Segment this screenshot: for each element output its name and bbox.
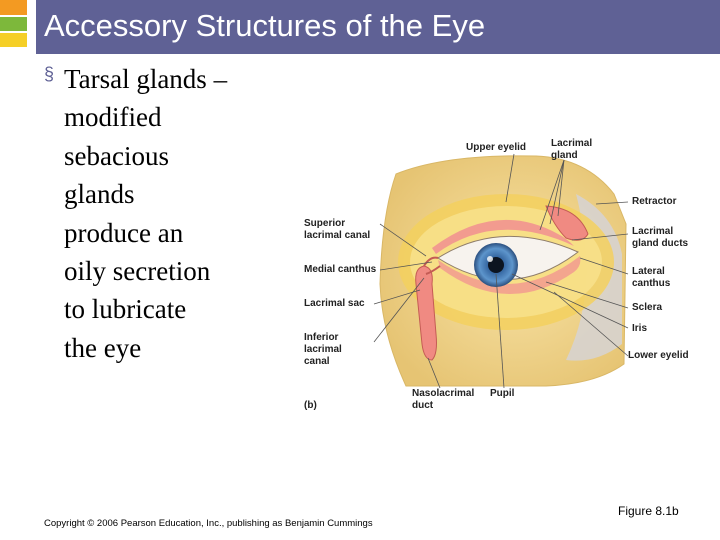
bullet-text: Tarsal glands – modified sebacious gland… <box>64 60 274 367</box>
label-lacrimal-sac: Lacrimal sac <box>304 298 365 309</box>
label-upper-eyelid: Upper eyelid <box>466 142 527 153</box>
label-lower-eyelid: Lower eyelid <box>628 350 689 361</box>
figure-panel-label: (b) <box>304 400 317 411</box>
label-lacrimal-gland: Lacrimal gland <box>551 138 592 162</box>
bullet-line: to lubricate <box>64 294 187 325</box>
accent-square-yellow <box>0 33 27 47</box>
accent-square-green <box>0 17 27 31</box>
bullet-line: the eye <box>64 332 142 363</box>
label-iris: Iris <box>632 323 648 334</box>
label-inferior-lacrimal-canal: Inferior lacrimal canal <box>304 332 342 368</box>
label-nasolacrimal-duct: Nasolacrimal duct <box>412 388 474 412</box>
label-superior-lacrimal-canal: Superior lacrimal canal <box>304 218 370 242</box>
eye-figure: Upper eyelid Lacrimal gland Retractor La… <box>296 134 720 416</box>
bullet-line: modified <box>64 102 162 133</box>
label-lacrimal-gland-ducts: Lacrimal gland ducts <box>632 226 688 250</box>
label-line: lacrimal <box>304 344 342 355</box>
label-line: lacrimal canal <box>304 230 371 241</box>
label-line: Lateral <box>632 266 665 277</box>
copyright-notice: Copyright © 2006 Pearson Education, Inc.… <box>44 518 373 529</box>
label-line: gland ducts <box>632 238 689 249</box>
label-line: Lacrimal <box>632 226 674 237</box>
label-pupil: Pupil <box>490 388 515 399</box>
label-line: Superior <box>304 218 346 229</box>
label-line: duct <box>412 400 434 411</box>
label-medial-canthus: Medial canthus <box>304 264 377 275</box>
bullet-line: Tarsal glands – <box>64 64 228 94</box>
label-line: Inferior <box>304 332 339 343</box>
title-bar: Accessory Structures of the Eye <box>36 0 720 54</box>
bullet-line: glands <box>64 179 135 210</box>
bullet-marker: § <box>44 64 55 84</box>
label-retractor: Retractor <box>632 196 677 207</box>
label-sclera: Sclera <box>632 302 663 313</box>
bullet-line: produce an <box>64 217 184 248</box>
label-line: canthus <box>632 278 671 289</box>
label-line: Nasolacrimal <box>412 388 475 399</box>
label-line: canal <box>304 356 330 367</box>
bullet-line: oily secretion <box>64 256 211 287</box>
bullet-line: sebacious <box>64 140 169 171</box>
figure-caption: Figure 8.1b <box>618 504 679 518</box>
label-line: gland <box>551 150 578 161</box>
label-line: Lacrimal <box>551 138 593 149</box>
slide-title: Accessory Structures of the Eye <box>44 8 486 43</box>
accent-square-orange <box>0 0 27 15</box>
eye-illustration <box>373 153 629 389</box>
label-lateral-canthus: Lateral canthus <box>632 266 670 290</box>
